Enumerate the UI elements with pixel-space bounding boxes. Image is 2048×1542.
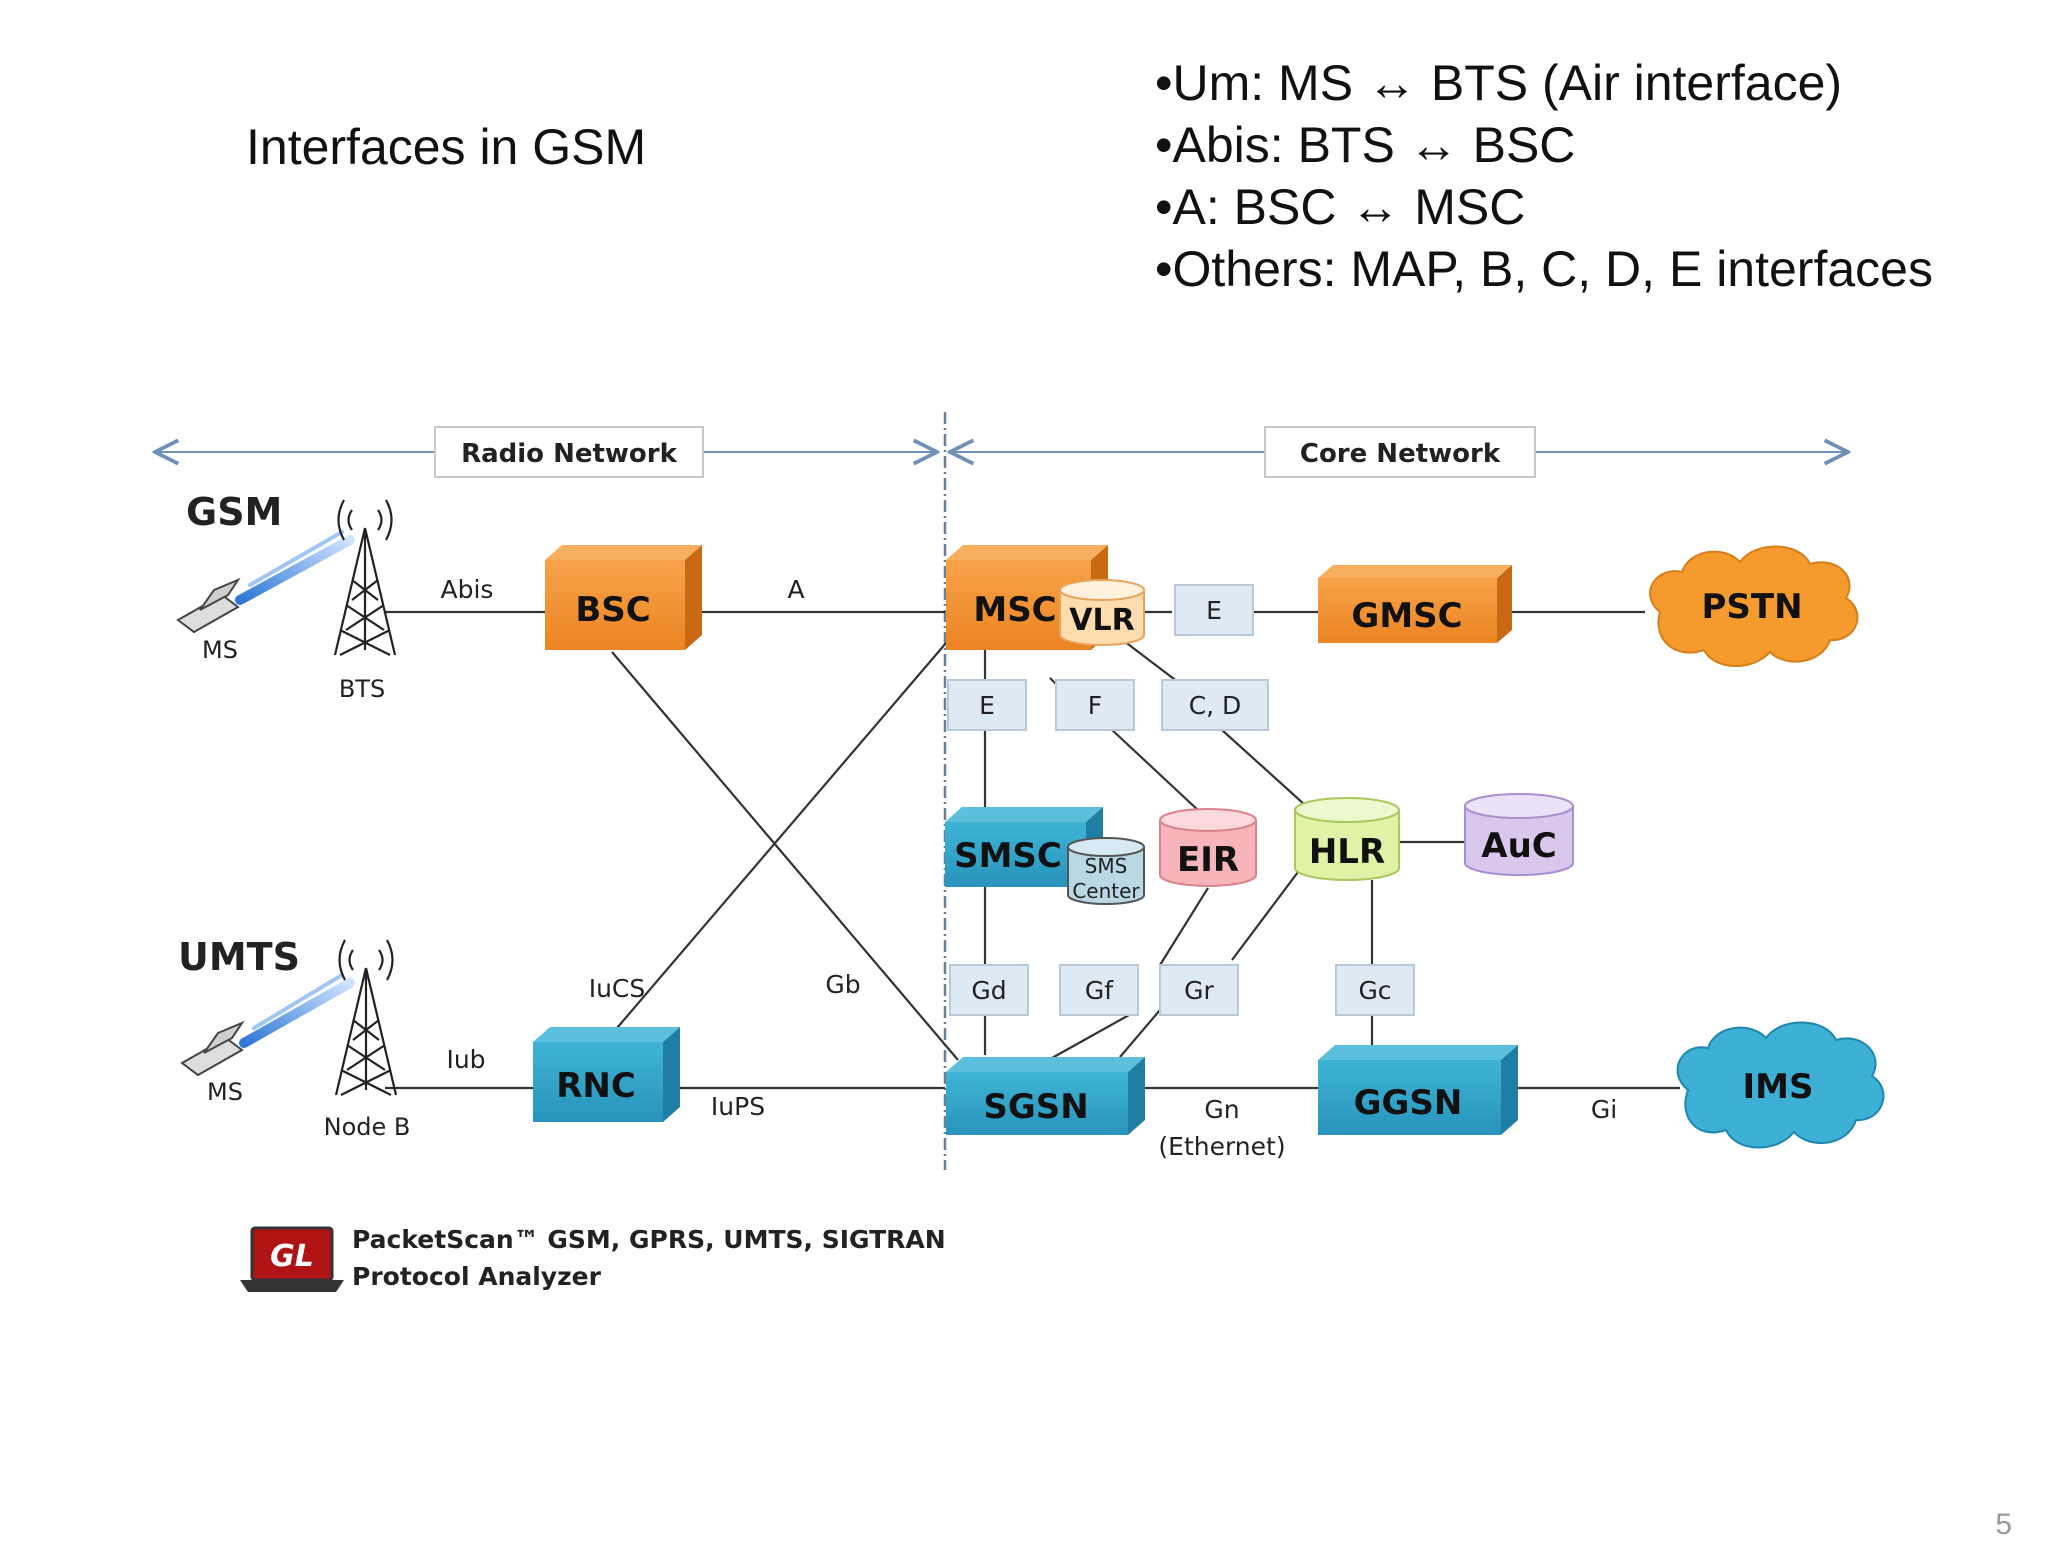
sms-center-label-line1: SMS: [1085, 854, 1128, 878]
bsc-node: BSC: [545, 545, 702, 650]
bullet-item: Um: MS ↔ BTS (Air interface): [1155, 52, 1933, 114]
umts-section-title: UMTS: [178, 935, 300, 979]
tower-icon: [334, 939, 398, 1096]
page-number: 5: [1995, 1508, 2012, 1541]
abis-link-label: Abis: [441, 575, 494, 604]
ms-umts-label: MS: [207, 1078, 243, 1106]
radio-network-label: Radio Network: [461, 439, 678, 469]
interface-box-gr: Gr: [1159, 964, 1239, 1016]
ggsn-label: GGSN: [1354, 1083, 1463, 1123]
gmsc-node: GMSC: [1318, 565, 1512, 643]
tower-icon: [333, 499, 397, 656]
interface-box-e-top: E: [1174, 584, 1254, 636]
interface-box-cd: C, D: [1161, 679, 1269, 731]
iucs-link-label: IuCS: [589, 974, 646, 1003]
sms-center-label-line2: Center: [1072, 879, 1140, 903]
phone-icon: [176, 530, 355, 634]
gmsc-label: GMSC: [1351, 596, 1462, 636]
connection-lines: [385, 610, 1680, 1090]
slide-title: Interfaces in GSM: [246, 119, 647, 175]
svg-text:Gc: Gc: [1358, 976, 1391, 1005]
iups-link-label: IuPS: [711, 1092, 765, 1121]
gi-link-label: Gi: [1591, 1095, 1617, 1124]
phone-icon: [180, 973, 355, 1077]
auc-label: AuC: [1481, 826, 1556, 866]
interface-box-gf: Gf: [1059, 964, 1139, 1016]
sms-center-database: SMS Center: [1067, 837, 1145, 905]
gn-link-label: Gn: [1204, 1095, 1239, 1124]
eir-database: EIR: [1159, 808, 1257, 887]
svg-text:F: F: [1088, 691, 1102, 720]
pstn-label: PSTN: [1701, 587, 1802, 627]
ms-gsm-label: MS: [202, 636, 238, 664]
node-b-label: Node B: [324, 1113, 411, 1141]
msc-label: MSC: [973, 590, 1056, 630]
eir-label: EIR: [1177, 840, 1239, 880]
gl-logo-mark: GL: [270, 1239, 314, 1274]
hlr-label: HLR: [1309, 832, 1385, 872]
ggsn-node: GGSN: [1318, 1045, 1518, 1135]
sgsn-node: SGSN: [946, 1057, 1145, 1135]
interface-box-gd: Gd: [949, 964, 1029, 1016]
bts-label: BTS: [339, 675, 385, 703]
gsm-section-title: GSM: [186, 490, 282, 534]
iub-link-label: Iub: [446, 1045, 485, 1074]
bsc-label: BSC: [575, 590, 650, 630]
a-link-label: A: [787, 575, 804, 604]
smsc-label: SMSC: [954, 836, 1062, 876]
vlr-label: VLR: [1069, 603, 1134, 638]
rnc-node: RNC: [533, 1027, 680, 1122]
interface-box-gc: Gc: [1335, 964, 1415, 1016]
bullet-item: Abis: BTS ↔ BSC: [1155, 114, 1933, 176]
svg-text:Gd: Gd: [971, 976, 1006, 1005]
logo-caption-line1: PacketScan™ GSM, GPRS, UMTS, SIGTRAN: [352, 1225, 946, 1254]
interface-box-e-left: E: [947, 679, 1027, 731]
svg-text:C, D: C, D: [1189, 691, 1242, 720]
ims-cloud: IMS: [1676, 1021, 1885, 1149]
rnc-label: RNC: [556, 1066, 636, 1106]
bullet-item: A: BSC ↔ MSC: [1155, 176, 1933, 238]
interface-boxes: E E F C, D Gd Gf Gr Gc: [947, 584, 1415, 1016]
svg-text:E: E: [979, 691, 995, 720]
ethernet-link-label: (Ethernet): [1158, 1132, 1285, 1161]
pstn-cloud: PSTN: [1649, 545, 1859, 667]
bullet-item: Others: MAP, B, C, D, E interfaces: [1155, 238, 1933, 300]
logo-caption-line2: Protocol Analyzer: [352, 1262, 602, 1291]
vlr-database: VLR: [1059, 579, 1145, 646]
smsc-node: SMSC: [945, 807, 1103, 887]
core-network-label: Core Network: [1300, 439, 1501, 469]
gl-logo: GL: [240, 1226, 344, 1292]
link-labels: Abis A Iub IuCS Gb IuPS Gn (Ethernet) Gi: [441, 575, 1618, 1161]
auc-database: AuC: [1464, 793, 1574, 876]
ims-label: IMS: [1743, 1067, 1814, 1107]
svg-text:Gf: Gf: [1085, 976, 1114, 1005]
hlr-database: HLR: [1294, 797, 1400, 881]
sgsn-label: SGSN: [983, 1087, 1088, 1127]
interface-box-f: F: [1055, 679, 1135, 731]
bullet-list: Um: MS ↔ BTS (Air interface) Abis: BTS ↔…: [1155, 52, 1933, 300]
svg-text:E: E: [1206, 596, 1222, 625]
svg-text:Gr: Gr: [1184, 976, 1214, 1005]
region-arrows: Radio Network Core Network: [155, 412, 1848, 1170]
gb-link-label: Gb: [825, 970, 860, 999]
